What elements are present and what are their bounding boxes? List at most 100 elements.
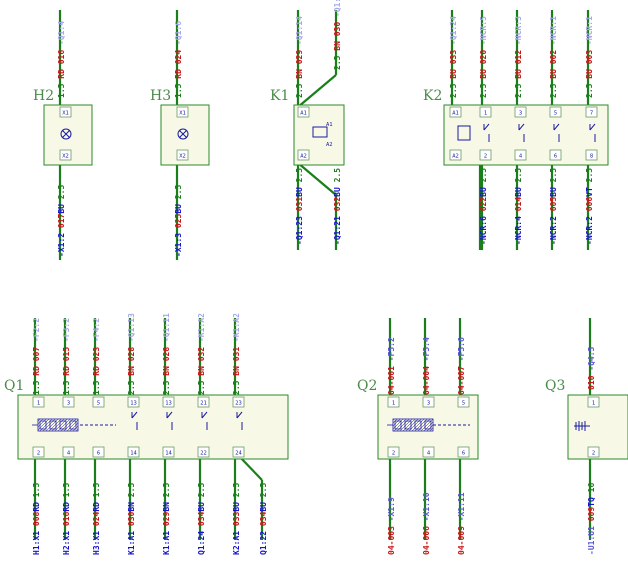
label-part: 006 — [585, 197, 594, 212]
q1-term-bot-1-label: 2 — [37, 451, 40, 457]
label-part: 016 — [62, 511, 71, 526]
label-part: -K1:A2 — [232, 313, 241, 342]
label-part: -Q1:11 — [162, 313, 171, 342]
label-part: 014 — [514, 197, 523, 212]
label-part: RD — [62, 361, 71, 375]
q2-breaker-symbol-pole — [414, 420, 422, 430]
label-part: 2.5 — [479, 79, 488, 98]
label-part: BU — [549, 64, 558, 78]
q1-top2-label: 1.5 RD 015 -F3:2 — [62, 318, 71, 395]
q1-breaker-symbol-pole — [59, 420, 67, 430]
label-part: 04-007 — [457, 361, 466, 395]
label-part: BN — [333, 36, 342, 50]
q1-term-top-2-label: 3 — [67, 401, 70, 407]
q1-top6-label: 2.5 BN 032 -K1:A2 — [197, 313, 206, 395]
label-part: -X1:2 — [57, 228, 66, 257]
q1-term-top-2 — [62, 396, 75, 408]
label-part: -NCR:5 — [479, 16, 488, 45]
label-part: 1.5 — [32, 483, 41, 498]
q1-breaker-symbol-pole — [39, 420, 47, 430]
q1-top1-label: 1.5 RD 007 -F2:2 — [32, 318, 41, 395]
label-part: 012 — [514, 45, 523, 64]
h3-bot-label: -X1:3 025BU 2.5 — [174, 185, 183, 257]
q2-term-top-2 — [422, 396, 435, 408]
q2-breaker-symbol-pole — [394, 420, 402, 430]
label-part: 2.5 — [197, 376, 206, 395]
label-part: -NCR:2 — [585, 211, 594, 245]
q1-term-bot-6-label: 22 — [200, 451, 207, 457]
q1-contact-13-b — [131, 411, 138, 419]
k2-contact-1-b — [483, 123, 490, 131]
label-part: -F3:2 — [62, 318, 71, 342]
label-part: K2:A1 — [232, 526, 241, 555]
q1-term-bot-6 — [197, 446, 210, 458]
k2-top4-label: 2.5 BU 002 -NCR:1 — [549, 16, 558, 98]
label-part: 032 — [333, 197, 342, 212]
label-part: 032 — [197, 342, 206, 361]
q1-term-top-7 — [232, 396, 245, 408]
q2-term-bot-2-label: 4 — [427, 451, 431, 457]
label-part: 04-006 — [422, 521, 431, 555]
label-part: 016 — [57, 45, 66, 64]
q2-term-bot-1 — [387, 446, 400, 458]
label-part: -Q1:4 — [57, 21, 66, 45]
q3-term-2 — [587, 446, 600, 458]
label-part: 16 — [587, 483, 596, 493]
label-part: 023 — [92, 342, 101, 361]
label-part: -NCR:1 — [549, 16, 558, 45]
h2-term-x2-label: X2 — [62, 154, 69, 160]
k2-term-1 — [479, 106, 492, 118]
label-part: 030 — [127, 511, 136, 526]
q1-term-top-3 — [92, 396, 105, 408]
q2-bot1-label: 04-003 -X1:9 — [387, 497, 396, 555]
k1-label: K1 — [270, 88, 289, 104]
q1-term-bot-5-label: 14 — [165, 451, 172, 457]
h2-lamp-symbol-x2 — [62, 130, 70, 138]
k2-term-7 — [585, 106, 598, 118]
label-part: 002 — [549, 45, 558, 64]
label-part: 2.5 — [259, 483, 268, 498]
h2-top-label: 1.5 RD 016 -Q1:4 — [57, 21, 66, 98]
label-part: RD — [57, 64, 66, 78]
q3-coil-symbol — [574, 421, 590, 431]
q1-bot3-label: H3:X1 024RD 1.5 — [92, 483, 101, 555]
k2-bot1-label: -NCR:6 022BU 2.5 — [479, 168, 488, 245]
label-part: BU — [174, 199, 183, 213]
k1-top1-label: 2.5 BN 029 -Q1:14 — [295, 16, 304, 98]
label-part: 017 — [57, 213, 66, 228]
label-part: -F5:4 — [422, 337, 431, 361]
label-part: 003 — [585, 45, 594, 64]
label-part: 005 — [549, 197, 558, 212]
label-part: 2.5 — [479, 168, 488, 183]
q1-term-top-5 — [162, 396, 175, 408]
label-part: 2.5 — [127, 376, 136, 395]
q2-breaker-symbol-pole — [424, 420, 432, 430]
h2-bot-label: -X1:2 017BU 2.5 — [57, 185, 66, 257]
k2-term-2-label: 2 — [484, 154, 487, 160]
k2-top2-label: 2.5 BU 020 -NCR:5 — [479, 16, 488, 98]
q1-term-top-4-label: 13 — [130, 401, 137, 407]
k2-contact-3-b — [553, 123, 560, 131]
label-part: 029 — [162, 511, 171, 526]
q2-term-bot-3 — [457, 446, 470, 458]
label-part: BU — [549, 182, 558, 196]
q1-bot2-label: H2:X1 016RD 1.5 — [62, 483, 71, 555]
q1-term-top-1 — [32, 396, 45, 408]
q1-term-bot-5 — [162, 446, 175, 458]
label-part: 020 — [479, 45, 488, 64]
label-part: RD — [62, 497, 71, 511]
label-part: BN — [232, 361, 241, 375]
q2-top1-label: 04-001 -F5:2 — [387, 337, 396, 395]
label-part: BU — [479, 182, 488, 196]
k2-term-8 — [585, 149, 598, 161]
k1-coil-a2: A2 — [326, 142, 333, 148]
k1-bot1-label: -Q1:23 031BU 2.5 — [295, 168, 304, 245]
q2-top3-label: 04-007 -F5:6 — [457, 337, 466, 395]
k2-term-a2-label: A2 — [452, 154, 459, 160]
label-part: 2.5 — [57, 185, 66, 200]
label-part: 1.5 — [92, 483, 101, 498]
label-part: -Q1:14 — [295, 16, 304, 45]
label-part: 2.5 — [549, 168, 558, 183]
